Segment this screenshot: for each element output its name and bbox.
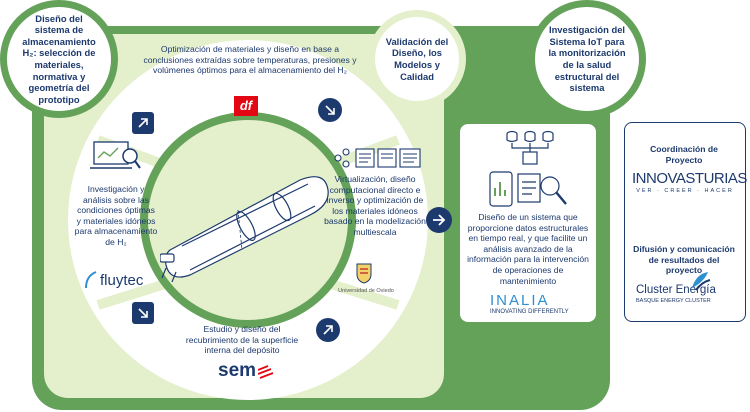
fluytec-logo: fluytec [84, 270, 164, 294]
university-logo-text: Universidad de Oviedo [338, 288, 394, 294]
innovasturias-logo-text: INNOVASTURIAS [632, 170, 747, 187]
coordination-box [624, 122, 746, 322]
diffusion-title-text: Difusión y comunicación de resultados de… [633, 244, 735, 276]
circle-validation-text: Validación del Diseño, los Modelos y Cal… [385, 35, 449, 82]
circle-iot-text: Investigación del Sistema IoT para la mo… [548, 24, 626, 94]
computational-design-icon [334, 148, 421, 168]
iot-description-text: Diseño de un sistema que proporcione dat… [467, 212, 589, 286]
top-section-text: Optimización de materiales y diseño en b… [143, 44, 357, 76]
top-arrow-button[interactable] [318, 98, 342, 122]
university-crest-icon [356, 263, 372, 284]
circle-design: Diseño del sistema de almacenamiento H₂:… [0, 0, 118, 118]
arrow-up-right-icon [138, 118, 148, 128]
fluytec-logo-text: fluytec [100, 272, 144, 289]
cluster-energia-mark-icon [692, 272, 711, 291]
bottom-section-text: Estudio y diseño del recubrimiento de la… [185, 324, 299, 356]
bottom-arrow-button[interactable] [316, 318, 340, 342]
cluster-energia-logo-text: Cluster Energía [636, 284, 716, 296]
left-bottom-arrow-button[interactable] [132, 302, 154, 324]
df-logo-text: df [239, 98, 253, 113]
sem-logo: sem [218, 360, 278, 382]
innovasturias-tagline-text: VER · CREER · HACER [636, 188, 734, 194]
monitoring-analytics-icon [489, 171, 567, 207]
left-section-text: Investigación y análisis sobre las condi… [74, 184, 158, 247]
circle-iot: Investigación del Sistema IoT para la mo… [528, 0, 646, 118]
to-iot-arrow-button[interactable] [426, 207, 452, 233]
inalia-logo-text: INALIA [490, 292, 550, 309]
sem-mark-icon [258, 365, 274, 379]
iot-network-icon [506, 130, 554, 165]
laptop-analysis-icon [90, 141, 141, 169]
arrow-right-icon [433, 214, 446, 226]
circle-validation: Validación del Diseño, los Modelos y Cal… [368, 10, 466, 108]
arrow-down-right-icon [138, 308, 148, 318]
hydrogen-tank-drawing [160, 176, 329, 283]
right-section-text: Virtualización, diseño computacional dir… [324, 174, 426, 237]
df-logo: df [234, 96, 258, 116]
arrow-up-right-icon [323, 325, 333, 335]
left-top-arrow-button[interactable] [132, 112, 154, 134]
circle-design-text: Diseño del sistema de almacenamiento H₂:… [22, 12, 96, 105]
arrow-down-right-icon [325, 105, 335, 115]
fluytec-mark-icon [85, 271, 97, 289]
inalia-tagline-text: INNOVATING DIFFERENTLY [490, 309, 569, 315]
coordination-title-text: Coordinación de Proyecto [650, 144, 718, 165]
cluster-energia-tagline-text: BASQUE ENERGY CLUSTER [636, 298, 711, 304]
sem-logo-text: sem [218, 360, 257, 381]
